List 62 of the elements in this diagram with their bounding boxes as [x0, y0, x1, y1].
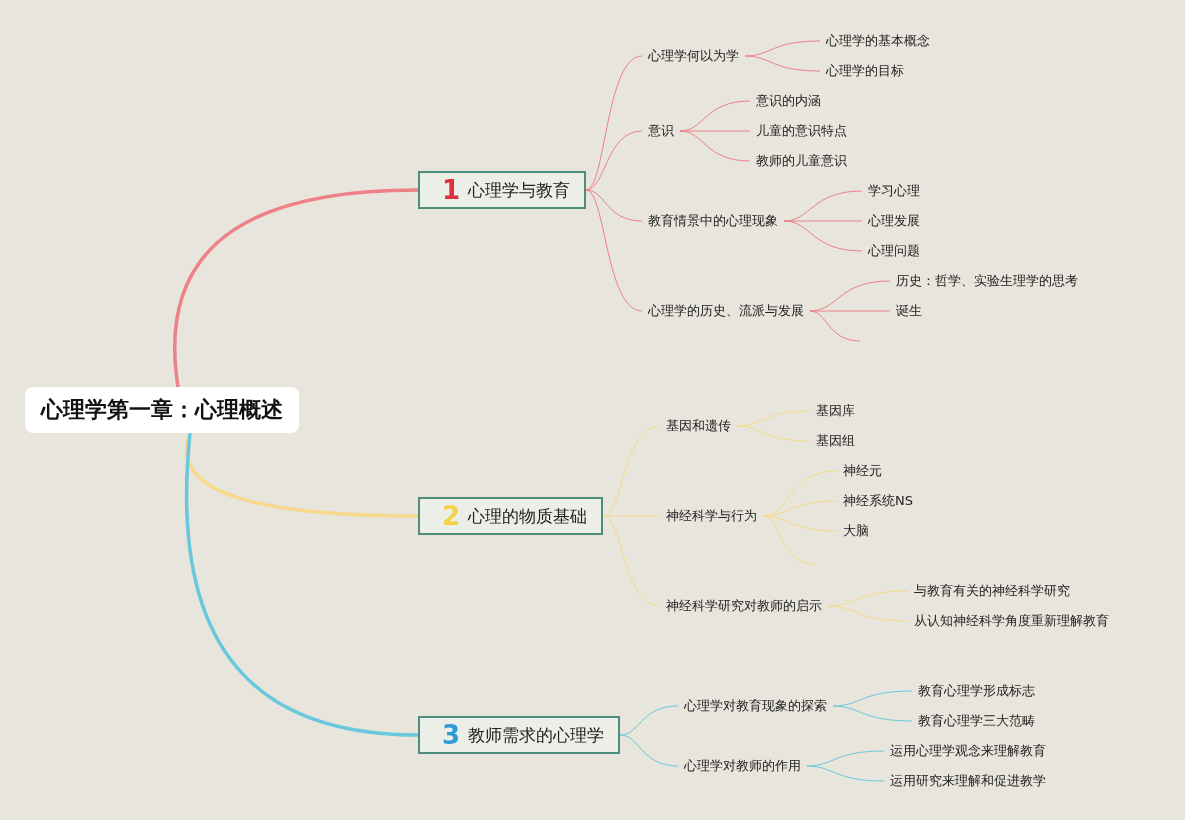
branch-line	[585, 130, 643, 191]
topic-label: 教育情景中的心理现象	[642, 210, 784, 232]
topic-title: 心理的物质基础	[468, 504, 588, 528]
branch-line	[809, 310, 891, 312]
branch-line	[809, 310, 861, 342]
topic-label: 心理学的基本概念	[820, 30, 936, 52]
branch-line	[827, 605, 909, 622]
central-topic-box: 心理学第一章：心理概述	[25, 387, 299, 433]
branch-line	[173, 188, 419, 388]
branch-line	[602, 515, 661, 607]
branch-number: 2	[442, 503, 461, 529]
topic-label: 从认知神经科学角度重新理解教育	[908, 610, 1115, 632]
topic-label: 神经科学研究对教师的启示	[660, 595, 828, 617]
topic-label: 历史：哲学、实验生理学的思考	[890, 270, 1084, 292]
topic-label: 诞生	[890, 300, 928, 322]
topic-label: 学习心理	[862, 180, 926, 202]
topic-label: 心理学何以为学	[642, 45, 745, 67]
branch-line	[585, 189, 643, 312]
topic-label: 基因组	[810, 430, 861, 452]
topic-label: 大脑	[837, 520, 875, 542]
topic-label: 心理学对教育现象的探索	[678, 695, 833, 717]
branch-line	[762, 515, 814, 565]
branch-line	[619, 734, 679, 767]
topic-title: 心理学与教育	[468, 178, 571, 202]
branch-line	[185, 432, 418, 518]
branch-number: 1	[442, 177, 461, 203]
topic-label: 基因库	[810, 400, 861, 422]
topic-label: 基因和遗传	[660, 415, 737, 437]
topic-label: 与教育有关的神经科学研究	[908, 580, 1076, 602]
topic-label: 神经科学与行为	[660, 505, 763, 527]
topic-label: 心理学对教师的作用	[678, 755, 807, 777]
topic-label: 运用研究来理解和促进教学	[884, 770, 1052, 792]
branch-line	[585, 55, 643, 191]
topic-label: 教师的儿童意识	[750, 150, 853, 172]
topic-label: 心理学的历史、流派与发展	[642, 300, 810, 322]
topic-label: 心理问题	[862, 240, 926, 262]
branch-line	[679, 130, 751, 162]
branch-line	[783, 220, 863, 252]
branch-line	[744, 55, 821, 72]
topic-label: 神经系统NS	[837, 490, 919, 512]
topic-box	[418, 716, 621, 754]
topic-label: 教育心理学三大范畴	[912, 710, 1041, 732]
topic-label: 神经元	[837, 460, 888, 482]
branch-number: 3	[442, 722, 461, 748]
topic-label: 教育心理学形成标志	[912, 680, 1041, 702]
topic-label: 儿童的意识特点	[750, 120, 853, 142]
topic-label: 心理发展	[862, 210, 926, 232]
branch-line	[619, 705, 679, 736]
topic-title: 教师需求的心理学	[468, 723, 605, 747]
topic-box	[418, 171, 587, 209]
topic-label: 运用心理学观念来理解教育	[884, 740, 1052, 762]
branch-line	[832, 705, 913, 722]
branch-line	[184, 432, 419, 737]
topic-label: 意识	[642, 120, 680, 142]
branch-line	[762, 515, 838, 532]
branch-line	[736, 425, 811, 442]
branch-line	[602, 515, 661, 517]
topic-label: 心理学的目标	[820, 60, 910, 82]
topic-box	[418, 497, 604, 535]
branch-line	[585, 189, 643, 222]
topic-label: 意识的内涵	[750, 90, 827, 112]
branch-line	[806, 765, 885, 782]
